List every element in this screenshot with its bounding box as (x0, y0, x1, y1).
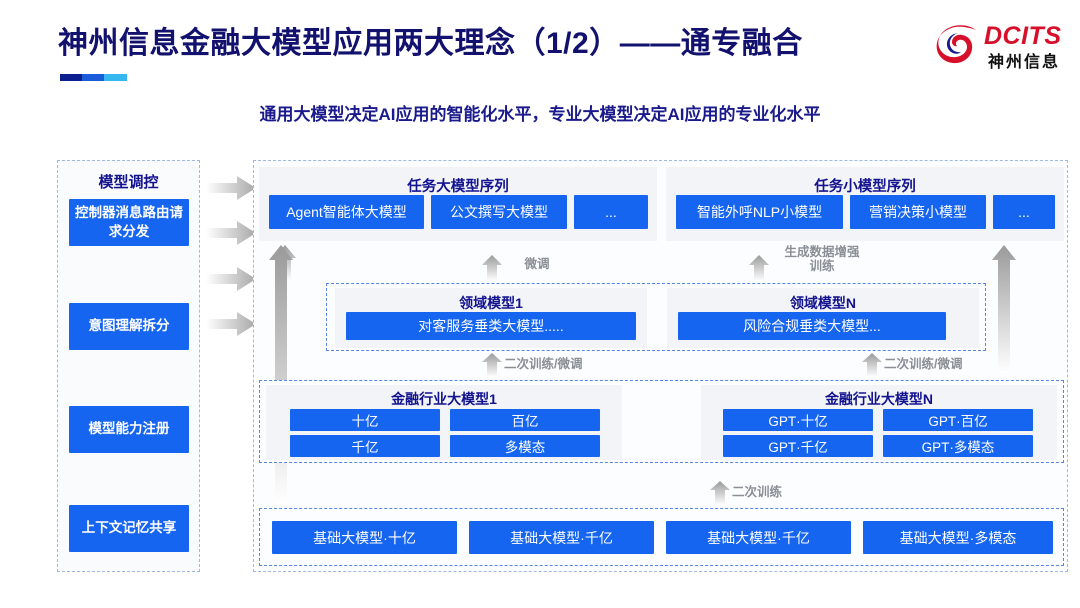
base-model-item-1000b-b[interactable]: 基础大模型·千亿 (666, 521, 851, 554)
arrow-label-retrain: 二次训练 (732, 485, 783, 499)
industry-model-n-title: 金融行业大模型N (824, 391, 934, 407)
rule-segment-3 (104, 74, 127, 81)
title-underline-rule (60, 74, 127, 81)
control-item-capability-register[interactable]: 模型能力注册 (69, 406, 189, 453)
industry-model-1-item-10b[interactable]: 十亿 (290, 409, 440, 431)
industry-model-n-item-gpt-100b[interactable]: GPT·百亿 (883, 409, 1033, 431)
domain-model-1-cell: 领域模型1 对客服务垂类大模型..... (335, 288, 647, 348)
arrow-up-icon-retrain-right (862, 353, 882, 377)
industry-model-1-item-100b[interactable]: 百亿 (450, 409, 600, 431)
industry-model-n-item-gpt-multimodal[interactable]: GPT·多模态 (883, 435, 1033, 457)
arrow-up-icon-finetune-left (482, 255, 502, 281)
industry-model-1-title: 金融行业大模型1 (391, 391, 497, 407)
task-small-sequence-title: 任务小模型序列 (814, 179, 916, 195)
page-subtitle: 通用大模型决定AI应用的智能化水平，专业大模型决定AI应用的专业化水平 (259, 105, 821, 124)
domain-model-n-title: 领域模型N (789, 295, 857, 311)
domain-model-n-item[interactable]: 风险合规垂类大模型... (678, 312, 946, 340)
arrow-right-icon-2 (206, 221, 256, 245)
arrow-right-icon-3 (206, 267, 256, 291)
arrow-right-icon-4 (206, 312, 256, 336)
arrow-up-icon-tall-right (992, 245, 1016, 373)
task-large-item-doc-writing[interactable]: 公文撰写大模型 (431, 195, 567, 229)
dcits-swirl-icon (936, 25, 976, 64)
industry-model-1-item-multimodal[interactable]: 多模态 (450, 435, 600, 457)
arrow-label-retrain-finetune-right: 二次训练/微调 (884, 357, 963, 371)
task-large-model-sequence: 任务大模型序列 Agent智能体大模型 公文撰写大模型 ... (259, 167, 657, 241)
arrow-up-icon-retrain-center (710, 481, 730, 505)
control-column-title: 模型调控 (98, 174, 159, 191)
arrow-right-icon-1 (206, 176, 256, 200)
task-large-item-more[interactable]: ... (574, 195, 648, 229)
domain-model-band: 领域模型1 对客服务垂类大模型..... 领域模型N 风险合规垂类大模型... (326, 283, 986, 351)
arrow-up-icon-tall-left (269, 245, 293, 505)
task-small-item-more[interactable]: ... (993, 195, 1055, 229)
industry-model-1-cell: 金融行业大模型1 十亿 百亿 千亿 多模态 (266, 385, 622, 460)
domain-model-n-cell: 领域模型N 风险合规垂类大模型... (667, 288, 979, 348)
industry-model-band: 金融行业大模型1 十亿 百亿 千亿 多模态 金融行业大模型N GPT·十亿 GP… (259, 380, 1064, 463)
task-small-item-nlp-outbound[interactable]: 智能外呼NLP小模型 (676, 195, 843, 229)
control-item-intent-parse[interactable]: 意图理解拆分 (69, 303, 189, 350)
arrow-label-retrain-finetune-left: 二次训练/微调 (504, 357, 583, 371)
page-title: 神州信息金融大模型应用两大理念（1/2）——通专融合 (58, 27, 803, 60)
architecture-panel: 任务大模型序列 Agent智能体大模型 公文撰写大模型 ... 任务小模型序列 … (253, 160, 1068, 572)
industry-model-n-item-gpt-10b[interactable]: GPT·十亿 (723, 409, 873, 431)
industry-model-1-item-1000b[interactable]: 千亿 (290, 435, 440, 457)
task-large-item-agent[interactable]: Agent智能体大模型 (269, 195, 424, 229)
base-model-band: 基础大模型·十亿 基础大模型·千亿 基础大模型·千亿 基础大模型·多模态 (259, 508, 1064, 566)
task-small-item-marketing-decision[interactable]: 营销决策小模型 (850, 195, 986, 229)
control-column: 模型调控 控制器消息路由请求分发 意图理解拆分 模型能力注册 上下文记忆共享 (57, 160, 200, 572)
base-model-item-multimodal[interactable]: 基础大模型·多模态 (863, 521, 1053, 554)
logo-brand-text: DCITS (984, 22, 1062, 50)
arrow-up-icon-data-augment (749, 255, 769, 281)
rule-segment-1 (60, 74, 82, 81)
task-small-model-sequence: 任务小模型序列 智能外呼NLP小模型 营销决策小模型 ... (666, 167, 1064, 241)
industry-model-n-item-gpt-1000b[interactable]: GPT·千亿 (723, 435, 873, 457)
task-large-sequence-title: 任务大模型序列 (407, 179, 509, 195)
arrow-label-data-augment: 生成数据增强 训练 (784, 245, 860, 274)
domain-model-1-item[interactable]: 对客服务垂类大模型..... (346, 312, 636, 340)
base-model-item-1000b-a[interactable]: 基础大模型·千亿 (469, 521, 654, 554)
arrow-up-icon-retrain-left (482, 353, 502, 377)
industry-model-n-cell: 金融行业大模型N GPT·十亿 GPT·百亿 GPT·千亿 GPT·多模态 (701, 385, 1057, 460)
arrow-label-finetune-left: 微调 (524, 257, 550, 271)
rule-segment-2 (82, 74, 104, 81)
control-item-context-memory[interactable]: 上下文记忆共享 (69, 505, 189, 552)
logo-brand-cn-text: 神州信息 (988, 54, 1061, 71)
company-logo: DCITS 神州信息 (936, 20, 1068, 74)
base-model-item-10b[interactable]: 基础大模型·十亿 (272, 521, 457, 554)
control-item-router-dispatch[interactable]: 控制器消息路由请求分发 (69, 199, 189, 246)
domain-model-1-title: 领域模型1 (459, 295, 523, 311)
